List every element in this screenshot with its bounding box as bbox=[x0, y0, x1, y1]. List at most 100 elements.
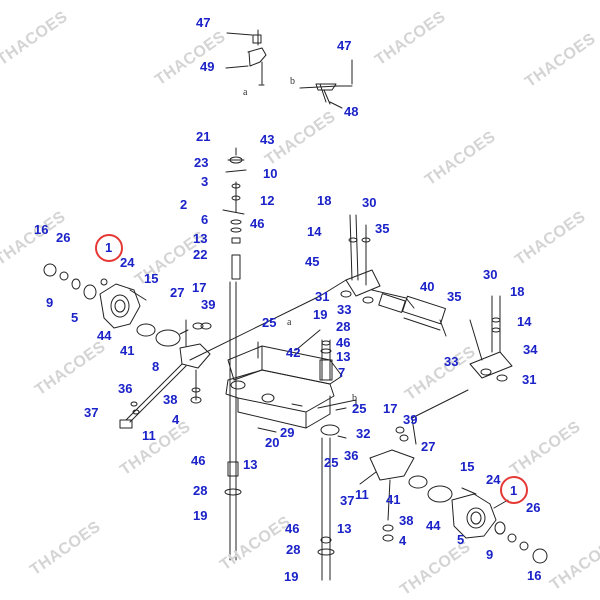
part-label[interactable]: 13 bbox=[337, 521, 352, 536]
part-label[interactable]: 11 bbox=[142, 428, 156, 443]
part-label[interactable]: 44 bbox=[426, 518, 441, 533]
part-label[interactable]: 48 bbox=[344, 104, 359, 119]
part-label[interactable]: 32 bbox=[356, 426, 371, 441]
left-bearing-assembly bbox=[43, 263, 189, 347]
part-label[interactable]: 15 bbox=[460, 459, 475, 474]
part-label[interactable]: 5 bbox=[71, 310, 79, 325]
view-marker-b: b bbox=[352, 393, 357, 404]
part-label[interactable]: 34 bbox=[523, 342, 538, 357]
part-label[interactable]: 28 bbox=[336, 319, 351, 334]
part-label[interactable]: 45 bbox=[305, 254, 320, 269]
part-label[interactable]: 5 bbox=[457, 532, 465, 547]
part-label[interactable]: 35 bbox=[447, 289, 462, 304]
lower-shaft-parts bbox=[224, 461, 335, 581]
detail-a-bracket bbox=[225, 29, 267, 86]
part-label[interactable]: 26 bbox=[56, 230, 71, 245]
part-label[interactable]: 33 bbox=[444, 354, 459, 369]
part-label[interactable]: 27 bbox=[421, 439, 436, 454]
highlight-circle bbox=[95, 234, 123, 262]
part-label[interactable]: 26 bbox=[526, 500, 541, 515]
view-marker-b: b bbox=[290, 76, 295, 87]
view-marker-a: a bbox=[243, 87, 248, 98]
part-label[interactable]: 37 bbox=[84, 405, 99, 420]
part-label[interactable]: 6 bbox=[201, 212, 209, 227]
guide-lines bbox=[189, 279, 469, 445]
part-label[interactable]: 1 bbox=[510, 483, 518, 498]
part-label[interactable]: 35 bbox=[375, 221, 390, 236]
part-label[interactable]: 16 bbox=[34, 222, 49, 237]
part-label[interactable]: 16 bbox=[527, 568, 542, 583]
part-label[interactable]: 15 bbox=[144, 271, 159, 286]
part-label[interactable]: 18 bbox=[510, 284, 525, 299]
part-label[interactable]: 9 bbox=[486, 547, 494, 562]
part-label[interactable]: 25 bbox=[262, 315, 277, 330]
part-label[interactable]: 24 bbox=[120, 255, 135, 270]
part-label[interactable]: 46 bbox=[250, 216, 265, 231]
left-lever bbox=[119, 319, 212, 429]
part-label[interactable]: 13 bbox=[336, 349, 351, 364]
part-label[interactable]: 13 bbox=[243, 457, 258, 472]
part-label[interactable]: 40 bbox=[420, 279, 435, 294]
part-label[interactable]: 41 bbox=[386, 492, 401, 507]
part-label[interactable]: 36 bbox=[118, 381, 133, 396]
part-label[interactable]: 46 bbox=[285, 521, 300, 536]
part-label[interactable]: 29 bbox=[280, 425, 295, 440]
part-label[interactable]: 25 bbox=[324, 455, 339, 470]
part-label[interactable]: 38 bbox=[399, 513, 414, 528]
part-label[interactable]: 19 bbox=[313, 307, 328, 322]
part-label[interactable]: 10 bbox=[263, 166, 278, 181]
part-label[interactable]: 21 bbox=[196, 129, 211, 144]
part-label[interactable]: 1 bbox=[105, 240, 113, 255]
part-label[interactable]: 12 bbox=[260, 193, 275, 208]
part-label[interactable]: 28 bbox=[286, 542, 301, 557]
part-label[interactable]: 19 bbox=[284, 569, 299, 584]
part-label[interactable]: 43 bbox=[260, 132, 275, 147]
part-label[interactable]: 46 bbox=[336, 335, 351, 350]
part-label[interactable]: 18 bbox=[317, 193, 332, 208]
part-label[interactable]: 14 bbox=[517, 314, 532, 329]
right-lower-assembly bbox=[359, 426, 548, 564]
part-label[interactable]: 46 bbox=[191, 453, 206, 468]
part-label[interactable]: 41 bbox=[120, 343, 135, 358]
part-label[interactable]: 28 bbox=[193, 483, 208, 498]
part-label[interactable]: 4 bbox=[172, 412, 180, 427]
part-label[interactable]: 9 bbox=[46, 295, 54, 310]
part-label[interactable]: 27 bbox=[170, 285, 185, 300]
part-label[interactable]: 20 bbox=[265, 435, 280, 450]
part-label[interactable]: 49 bbox=[200, 59, 215, 74]
part-label[interactable]: 37 bbox=[340, 493, 355, 508]
part-label[interactable]: 2 bbox=[180, 197, 188, 212]
part-label[interactable]: 30 bbox=[483, 267, 498, 282]
part-label[interactable]: 36 bbox=[344, 448, 359, 463]
part-label[interactable]: 42 bbox=[286, 345, 301, 360]
part-label[interactable]: 38 bbox=[163, 392, 178, 407]
part-label[interactable]: 17 bbox=[192, 280, 207, 295]
part-label[interactable]: 3 bbox=[201, 174, 209, 189]
part-label[interactable]: 7 bbox=[338, 365, 346, 380]
part-label[interactable]: 22 bbox=[193, 247, 208, 262]
part-label[interactable]: 33 bbox=[337, 302, 352, 317]
part-label[interactable]: 4 bbox=[399, 533, 407, 548]
part-label[interactable]: 47 bbox=[337, 38, 352, 53]
part-label[interactable]: 23 bbox=[194, 155, 209, 170]
part-label[interactable]: 19 bbox=[193, 508, 208, 523]
part-label[interactable]: 39 bbox=[403, 412, 418, 427]
part-label[interactable]: 44 bbox=[97, 328, 112, 343]
part-label[interactable]: 47 bbox=[196, 15, 211, 30]
part-label[interactable]: 31 bbox=[315, 289, 330, 304]
part-label[interactable]: 31 bbox=[522, 372, 537, 387]
part-label[interactable]: 13 bbox=[193, 231, 208, 246]
part-label[interactable]: 24 bbox=[486, 472, 501, 487]
center-shaft bbox=[222, 147, 247, 561]
part-label[interactable]: 39 bbox=[201, 297, 216, 312]
part-label[interactable]: 11 bbox=[355, 487, 369, 502]
part-label[interactable]: 17 bbox=[383, 401, 398, 416]
part-label[interactable]: 8 bbox=[152, 359, 160, 374]
part-label[interactable]: 30 bbox=[362, 195, 377, 210]
part-label[interactable]: 25 bbox=[352, 401, 367, 416]
upper-right-linkage bbox=[340, 214, 513, 382]
detail-b-clip bbox=[299, 59, 353, 109]
bridge-frame bbox=[225, 329, 347, 581]
part-label[interactable]: 14 bbox=[307, 224, 322, 239]
